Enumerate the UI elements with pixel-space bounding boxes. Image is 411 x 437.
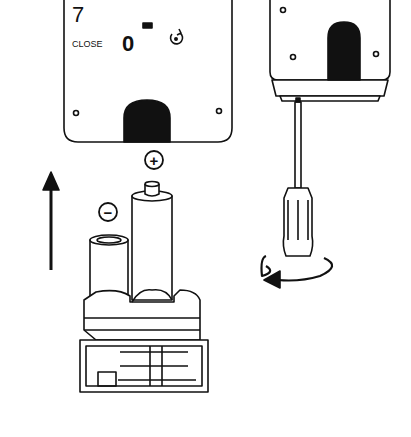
polarity-circle [99,203,117,221]
battery-holder [84,290,200,340]
device-housing [270,0,390,80]
battery-slot [124,100,170,142]
mode-number: 0 [122,33,134,55]
mode-label: CLOSE [72,40,103,49]
display-digit: 7 [72,4,84,26]
rotation-arrow [278,258,332,281]
device-housing [64,0,232,142]
insert-arrow [50,186,53,270]
rotate-icon [171,33,183,44]
polarity-circle [145,151,163,169]
screwdriver-handle [283,188,312,256]
battery-slot [328,22,360,80]
screwdriver-shaft [295,102,301,188]
battery-holder [80,340,208,392]
polarity-symbol: − [104,205,113,220]
battery [132,196,172,300]
polarity-symbol: + [150,153,159,168]
